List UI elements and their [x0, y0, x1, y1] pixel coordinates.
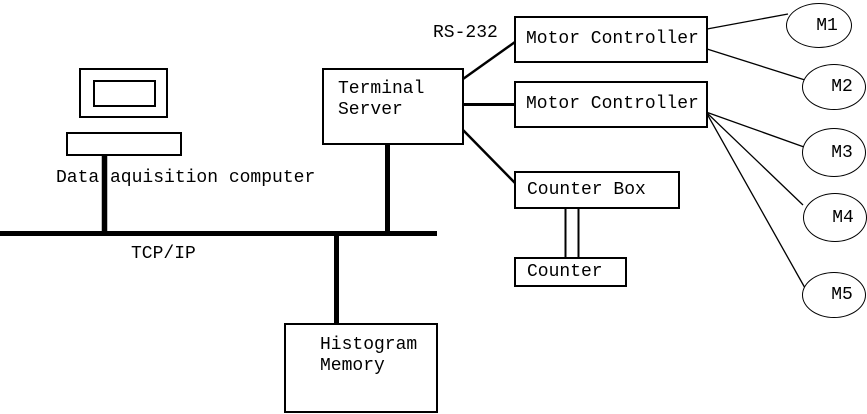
- computer-screen-icon: [93, 80, 156, 107]
- motor-m4-ellipse: M4: [803, 193, 867, 242]
- counter-box-node: Counter: [514, 257, 627, 287]
- counter-label: Counter: [527, 261, 603, 282]
- terminal-server-box: Terminal Server: [322, 68, 464, 145]
- motor-controller-1-box: Motor Controller: [514, 16, 708, 63]
- histogram-memory-label: Histogram Memory: [320, 335, 418, 376]
- tcp-ip-label: TCP/IP: [131, 244, 196, 264]
- motor-controller-1-to-m2-line: [706, 48, 806, 81]
- terminal-server-to-counter-box-line: [462, 129, 517, 185]
- motor-m5-label: M5: [831, 285, 853, 305]
- motor-controller-2-to-m3-line: [705, 111, 805, 148]
- motor-controller-2-to-m4-line: [705, 111, 804, 206]
- motor-m2-label: M2: [831, 77, 853, 97]
- computer-label: Data aquisition computer: [56, 168, 316, 188]
- motor-m3-label: M3: [831, 142, 853, 163]
- motor-controller-1-label: Motor Controller: [526, 29, 699, 49]
- terminal-server-label: Terminal Server: [338, 79, 425, 120]
- counter-box-label: Counter Box: [527, 179, 646, 200]
- motor-controller-2-label: Motor Controller: [526, 94, 699, 114]
- motor-m1-label: M1: [816, 15, 838, 36]
- motor-controller-2-to-m5-line: [705, 111, 806, 289]
- motor-m2-ellipse: M2: [802, 64, 866, 110]
- motor-m1-ellipse: M1: [786, 3, 852, 48]
- motor-m4-label: M4: [832, 207, 854, 228]
- motor-controller-2-box: Motor Controller: [514, 81, 708, 128]
- motor-m3-ellipse: M3: [802, 128, 866, 177]
- rs-232-label: RS-232: [433, 23, 498, 43]
- motor-controller-1-to-m1-line: [706, 13, 789, 30]
- computer-keyboard-icon: [66, 132, 182, 156]
- counter-box-box: Counter Box: [514, 171, 680, 209]
- histogram-memory-box: Histogram Memory: [284, 323, 438, 413]
- terminal-server-to-motor-controller-1-line: [462, 40, 516, 81]
- motor-m5-ellipse: M5: [802, 272, 866, 318]
